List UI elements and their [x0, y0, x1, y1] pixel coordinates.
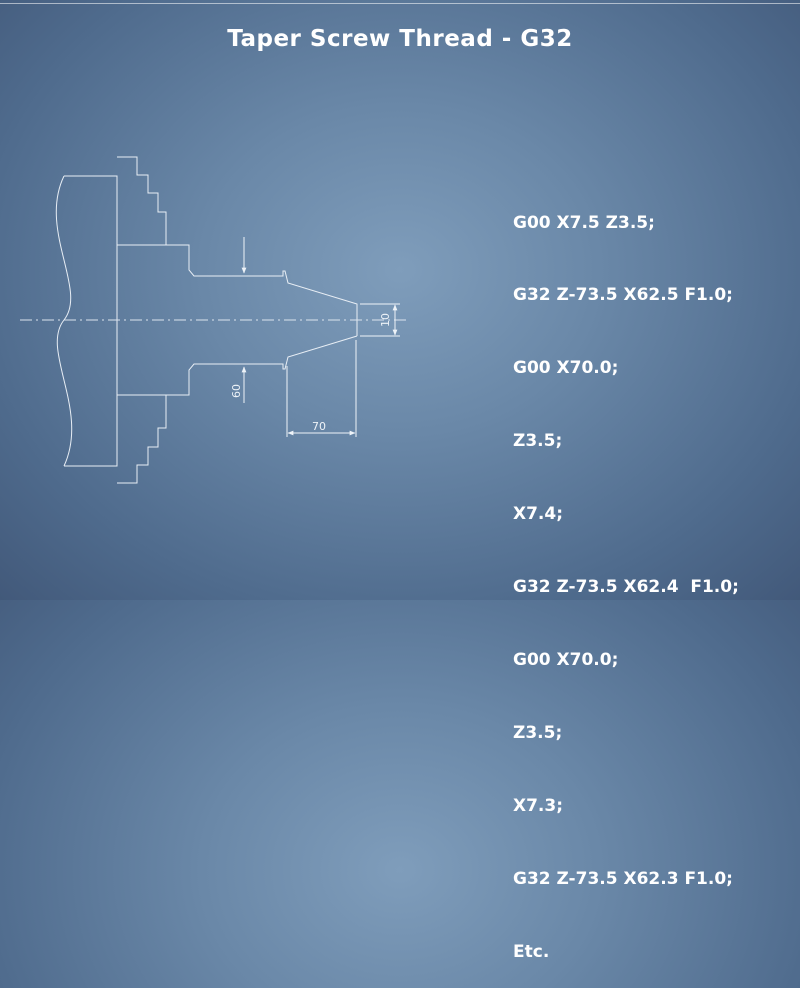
code-line: G32 Z-73.5 X62.4 F1.0;	[513, 577, 739, 598]
workpiece-upper-profile	[117, 244, 358, 336]
g-code-program: G00 X7.5 Z3.5; G32 Z-73.5 X62.5 F1.0; G0…	[513, 162, 739, 988]
diameter-label: 60	[230, 384, 243, 398]
length-label: 70	[312, 420, 326, 433]
chuck-jaw-upper	[117, 156, 167, 246]
lathe-taper-thread-diagram: 60 70 10	[20, 156, 410, 484]
code-line: G32 Z-73.5 X62.5 F1.0;	[513, 285, 733, 306]
chuck-body	[55, 175, 118, 467]
tip-label: 10	[379, 313, 392, 327]
workpiece-lower-profile	[117, 335, 358, 396]
code-line: G00 X7.5 Z3.5;	[513, 212, 655, 233]
code-line: Z3.5;	[513, 722, 563, 743]
code-line: X7.4;	[513, 504, 564, 525]
code-line: X7.3;	[513, 795, 564, 816]
code-line: G00 X70.0;	[513, 649, 619, 670]
page-title: Taper Screw Thread - G32	[227, 26, 573, 52]
code-line: Etc.	[513, 941, 550, 962]
code-line: G32 Z-73.5 X62.3 F1.0;	[513, 868, 733, 889]
chuck-jaw-lower	[117, 394, 167, 484]
code-line: Z3.5;	[513, 431, 563, 452]
code-line: G00 X70.0;	[513, 358, 619, 379]
top-border-line	[0, 3, 800, 4]
